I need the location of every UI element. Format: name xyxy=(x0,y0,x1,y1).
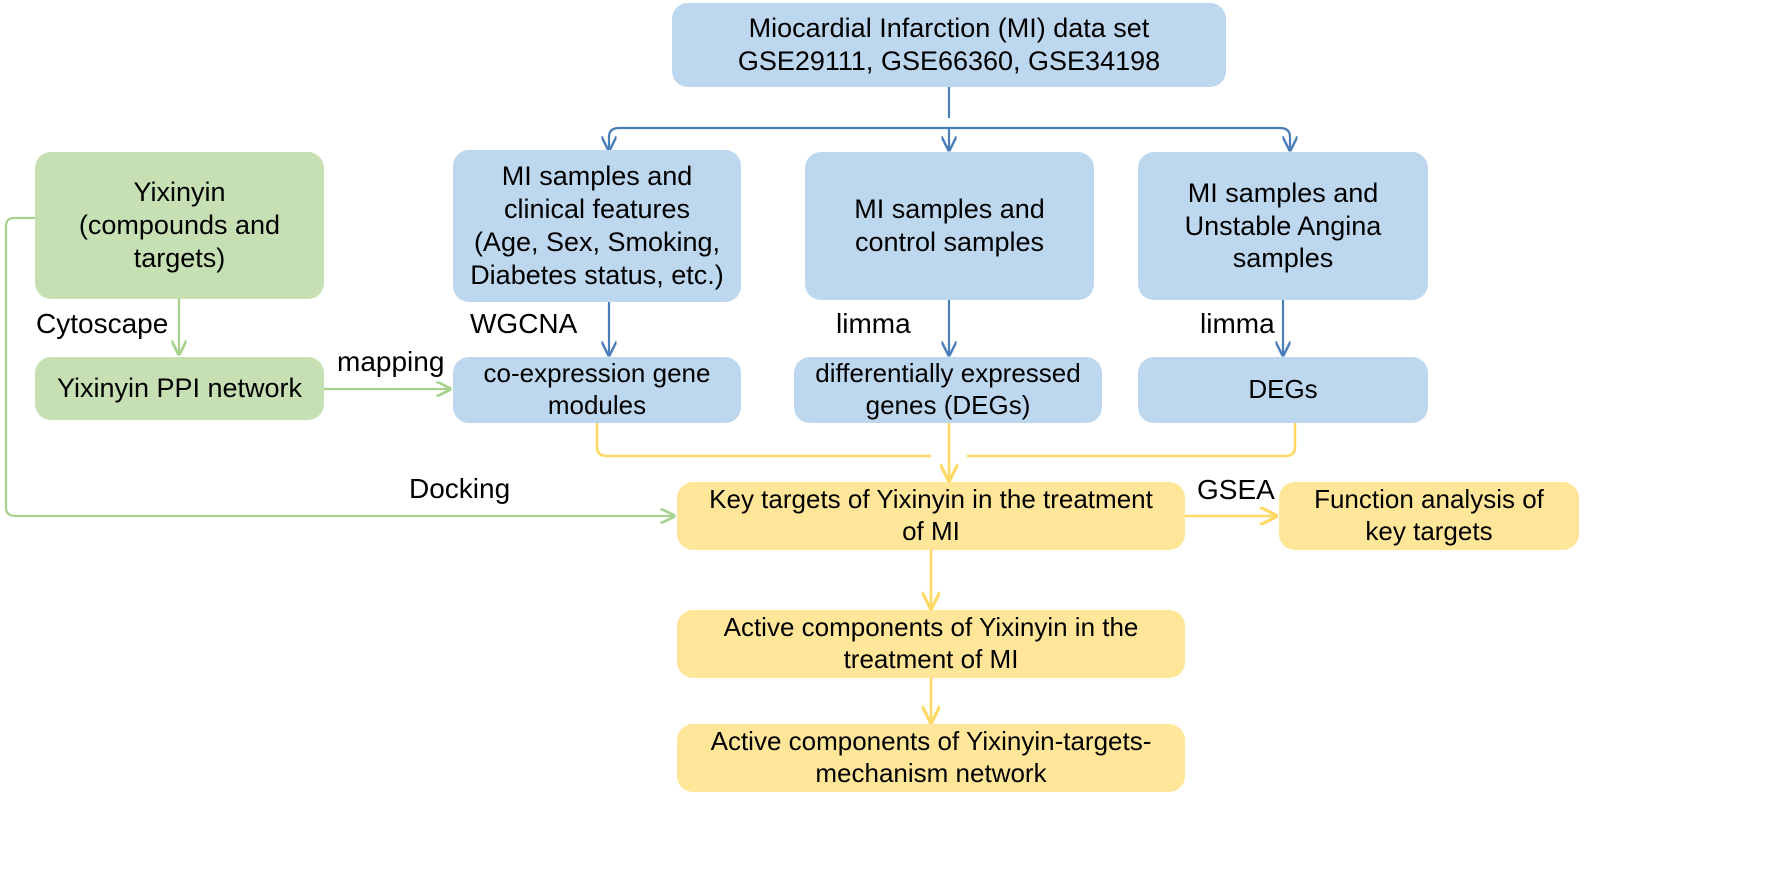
edge-label-limma-2: limma xyxy=(1200,308,1275,339)
node-dataset[interactable]: Miocardial Infarction (MI) data set GSE2… xyxy=(672,3,1226,87)
node-key-targets[interactable]: Key targets of Yixinyin in the treatment… xyxy=(677,482,1185,550)
edge-label-docking: Docking xyxy=(409,473,511,504)
node-coexpression[interactable]: co-expression gene modules xyxy=(453,357,741,423)
node-active-components[interactable]: Active components of Yixinyin in the tre… xyxy=(677,610,1185,678)
node-function-analysis[interactable]: Function analysis of key targets xyxy=(1279,482,1579,550)
edge-label-gsea: GSEA xyxy=(1197,474,1275,505)
edge-label-limma-1: limma xyxy=(836,308,911,339)
edge-label-mapping: mapping xyxy=(337,346,445,377)
edge-label-cytoscape: Cytoscape xyxy=(36,308,169,339)
node-mi-control[interactable]: MI samples and control samples xyxy=(805,152,1094,300)
node-mi-angina[interactable]: MI samples and Unstable Angina samples xyxy=(1138,152,1428,300)
node-ppi[interactable]: Yixinyin PPI network xyxy=(35,357,324,420)
connector-degs-to-keytargets xyxy=(595,423,1297,480)
node-mi-clinical[interactable]: MI samples and clinical features (Age, S… xyxy=(453,150,741,302)
node-network[interactable]: Active components of Yixinyin-targets- m… xyxy=(677,724,1185,792)
node-yixinyin[interactable]: Yixinyin (compounds and targets) xyxy=(35,152,324,299)
node-degs-angina[interactable]: DEGs xyxy=(1138,357,1428,423)
node-degs-control[interactable]: differentially expressed genes (DEGs) xyxy=(794,357,1102,423)
edge-label-wgcna: WGCNA xyxy=(470,308,578,339)
connector-dataset-to-samples xyxy=(609,87,1290,150)
